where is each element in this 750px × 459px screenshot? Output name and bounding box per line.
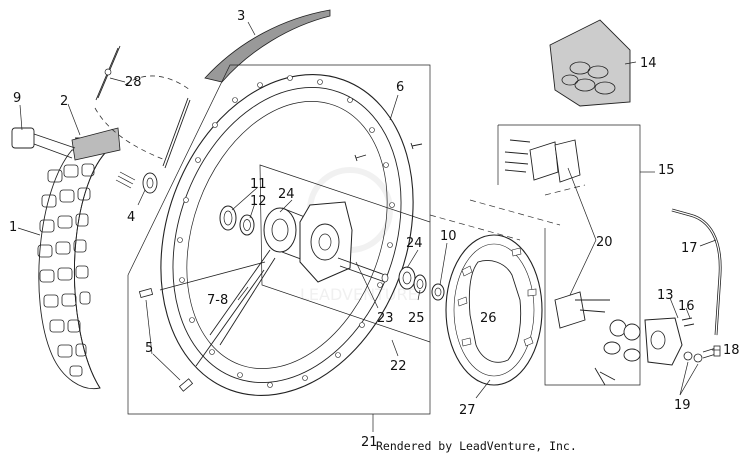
spoke-nipple-parts[interactable] — [138, 288, 194, 392]
brake-caliper-part[interactable] — [554, 291, 683, 386]
callout-17: 17 — [681, 241, 698, 256]
brake-hose-part[interactable] — [671, 208, 722, 336]
callout-10: 10 — [440, 229, 457, 244]
brake-disc-part[interactable] — [445, 234, 543, 386]
callout-4: 4 — [127, 210, 135, 225]
callout-9: 9 — [13, 91, 21, 106]
callout-20: 20 — [596, 235, 613, 250]
hub-bearing-seal-parts[interactable] — [219, 205, 255, 236]
assembly-guide-lines — [429, 184, 586, 241]
callout-2: 2 — [60, 94, 68, 109]
callout-16: 16 — [678, 299, 695, 314]
watermark-text: LEADVENTURE — [300, 285, 418, 304]
callout-24-hub: 24 — [278, 187, 295, 202]
wheel-hub-part[interactable] — [263, 201, 389, 283]
banjo-bolt-part[interactable] — [702, 345, 721, 359]
callout-25: 25 — [408, 311, 425, 326]
wheel-assembly-frame — [127, 64, 431, 415]
callout-6: 6 — [396, 80, 404, 95]
callout-22: 22 — [390, 359, 407, 374]
spoke-parts[interactable] — [159, 249, 276, 367]
bleeder-valve-part[interactable] — [681, 317, 695, 327]
rim-bolt-parts[interactable] — [354, 142, 423, 162]
spacer-part[interactable] — [142, 172, 158, 194]
callout-18: 18 — [723, 343, 740, 358]
seal-kit-bag-part[interactable] — [549, 19, 631, 107]
callout-5: 5 — [145, 341, 153, 356]
callout-leader-lines — [17, 21, 720, 432]
callout-1: 1 — [9, 220, 17, 235]
rim-decal-part[interactable] — [204, 9, 331, 83]
callout-labels: 1 2 3 4 5 6 7-8 9 10 11 12 13 14 15 16 1… — [9, 9, 740, 450]
speedometer-cable-part[interactable] — [94, 45, 191, 169]
callout-13: 13 — [657, 288, 674, 303]
callout-11: 11 — [250, 177, 267, 192]
callout-7-8: 7-8 — [207, 293, 228, 308]
callout-14: 14 — [640, 56, 657, 71]
rim-strip-part[interactable] — [71, 127, 121, 161]
callout-28: 28 — [125, 75, 142, 90]
brake-pad-kit-part[interactable] — [504, 139, 581, 183]
axle-part[interactable] — [11, 127, 136, 189]
render-credit: Rendered by LeadVenture, Inc. — [376, 439, 577, 453]
callout-26: 26 — [480, 311, 497, 326]
caliper-assembly-frame — [497, 124, 641, 386]
callout-27: 27 — [459, 403, 476, 418]
callout-24-right: 24 — [406, 236, 423, 251]
disc-spacer-part[interactable] — [431, 283, 445, 301]
tire-part[interactable] — [37, 137, 115, 390]
callout-21: 21 — [361, 435, 378, 450]
callout-3: 3 — [237, 9, 245, 24]
callout-15: 15 — [658, 163, 675, 178]
callout-23: 23 — [377, 311, 394, 326]
hub-bearing-right-parts[interactable] — [398, 266, 427, 294]
callout-19: 19 — [674, 398, 691, 413]
rim-part[interactable] — [118, 39, 456, 431]
callout-12: 12 — [250, 194, 267, 209]
crush-washer-parts[interactable] — [683, 351, 703, 363]
